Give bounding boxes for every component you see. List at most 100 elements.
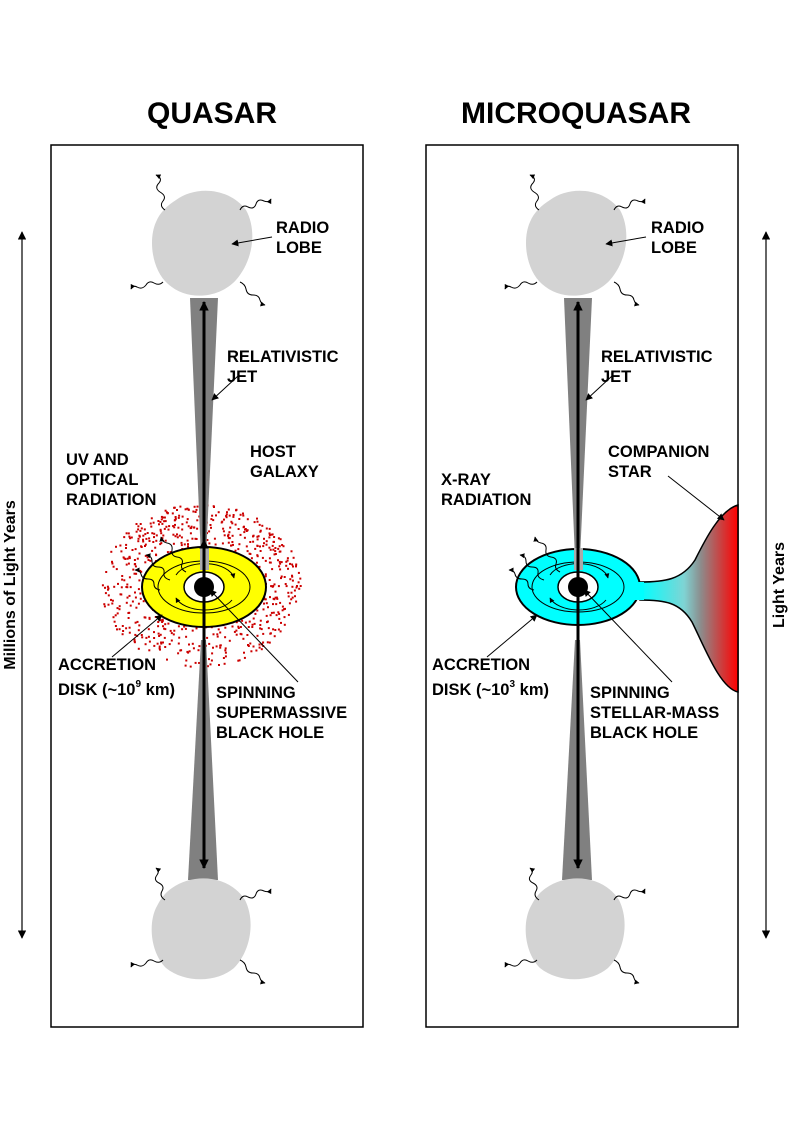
host-galaxy-dot [123,557,126,560]
host-galaxy-dot [263,598,266,601]
host-galaxy-dot [280,621,282,624]
host-galaxy-dot [287,567,289,570]
host-galaxy-dot [120,550,123,553]
host-galaxy-dot [128,594,131,597]
host-galaxy-dot [196,519,199,522]
host-galaxy-dot [178,514,181,517]
quasar-leader-arrows [111,236,299,683]
host-galaxy-dot [130,536,133,539]
quasar-radio-lobe-label: RADIO LOBE [276,219,334,257]
host-galaxy-dot [139,597,142,600]
host-galaxy-dot [208,542,211,545]
host-galaxy-dot [162,625,164,628]
host-galaxy-dot [224,655,227,658]
host-galaxy-dot [262,545,265,548]
host-galaxy-dot [183,625,186,628]
host-galaxy-dot [184,508,187,511]
host-galaxy-dot [275,596,278,599]
host-galaxy-dot [180,536,183,539]
host-galaxy-dot [268,557,271,560]
host-galaxy-dot [226,511,228,514]
host-galaxy-dot [146,532,149,534]
host-galaxy-dot [110,598,112,601]
host-galaxy-dot [161,619,164,622]
host-galaxy-dot [125,543,128,546]
host-galaxy-dot [157,632,160,635]
quasar-radiation-label: UV AND OPTICAL RADIATION [66,451,156,509]
host-galaxy-dot [118,628,121,631]
host-galaxy-dot [177,642,180,645]
host-galaxy-dot [158,635,161,637]
host-galaxy-dot [193,505,196,508]
host-galaxy-dot [276,597,279,600]
companion-star-label: COMPANION STAR [608,443,714,481]
host-galaxy-dot [259,627,262,630]
host-galaxy-dot [274,629,277,631]
host-galaxy-dot [278,550,281,553]
host-galaxy-dot [137,537,140,540]
host-galaxy-dot [159,619,162,622]
host-galaxy-dot [136,557,139,560]
host-galaxy-dot [269,548,272,551]
host-galaxy-dot [252,645,255,648]
host-galaxy-dot [297,581,300,584]
host-galaxy-dot [279,538,282,541]
host-galaxy-dot [133,638,136,641]
host-galaxy-dot [285,585,288,588]
host-galaxy-dot [262,608,265,611]
host-galaxy-dot [172,542,175,545]
host-galaxy-dot [195,538,198,540]
host-galaxy-dot [168,643,171,646]
host-galaxy-dot [274,547,277,549]
host-galaxy-dot [263,602,265,605]
host-galaxy-dot [121,575,124,577]
host-galaxy-dot [142,600,145,603]
host-galaxy-dot [129,604,132,607]
host-galaxy-dot [166,658,168,661]
host-galaxy-dot [137,647,140,650]
host-galaxy-dot [126,583,129,586]
host-galaxy-dot [244,621,247,624]
host-galaxy-dot [128,556,131,559]
host-galaxy-dot [147,628,150,631]
host-galaxy-dot [254,547,257,550]
host-galaxy-dot [153,644,156,647]
host-galaxy-dot [128,535,131,538]
host-galaxy-dot [270,611,273,614]
host-galaxy-dot [262,641,265,644]
host-galaxy-dot [299,585,302,587]
quasar-scale-label: Millions of Light Years [2,500,19,670]
host-galaxy-dot [148,640,151,643]
host-galaxy-dot [181,515,184,518]
host-galaxy-dot [198,645,201,648]
host-galaxy-dot [153,637,156,639]
host-galaxy-dot [222,527,225,530]
host-galaxy-dot [113,585,116,588]
host-galaxy-dot [157,621,160,623]
host-galaxy-dot [160,518,163,521]
host-galaxy-dot [165,525,168,528]
host-galaxy-dot [107,588,109,591]
host-galaxy-dot [259,619,262,622]
host-galaxy-dot [290,591,293,594]
host-galaxy-dot [144,545,146,547]
host-galaxy-dot [214,543,217,546]
host-galaxy-dot [151,549,154,552]
host-galaxy-dot [227,533,230,536]
host-galaxy-dot [149,559,152,562]
host-galaxy-dot [159,633,162,636]
host-galaxy-dot [243,651,245,654]
host-galaxy-dot [172,533,175,536]
host-galaxy-dot [256,555,259,558]
host-galaxy-dot [224,636,227,639]
host-galaxy-dot [219,644,222,647]
host-galaxy-dot [208,530,211,533]
host-galaxy-dot [271,568,274,571]
host-galaxy-dot [111,562,114,565]
host-galaxy-dot [237,548,240,551]
host-galaxy-dot [239,533,242,536]
host-galaxy-dot [104,592,107,595]
host-galaxy-dot [110,550,113,553]
quasar-disk-label-line2: DISK (~109 km) [58,679,175,699]
host-galaxy-dot [225,516,228,519]
